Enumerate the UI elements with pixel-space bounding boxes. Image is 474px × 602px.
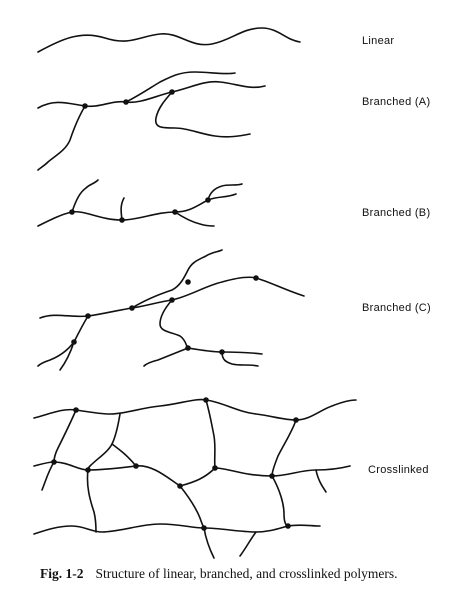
crosslink <box>53 409 77 463</box>
branched-c-branch-4 <box>159 299 189 349</box>
crosslink-point <box>203 397 209 403</box>
crosslink <box>205 399 216 469</box>
branch-point <box>123 99 129 105</box>
branched-c-polymer: Branched (C) <box>37 249 431 371</box>
crosslink-point <box>73 407 79 413</box>
branched-a-polymer: Branched (A) <box>37 71 430 171</box>
crosslinked-chain-middle <box>33 461 351 487</box>
branched-b-branch-2 <box>120 197 125 221</box>
branch-point <box>172 209 178 215</box>
branch-point <box>69 209 75 215</box>
label-branched-c: Branched (C) <box>362 302 431 314</box>
branch-point <box>169 297 175 303</box>
linear-chain <box>37 27 301 53</box>
figure-caption: Fig. 1-2 Structure of linear, branched, a… <box>40 566 470 582</box>
branch-point <box>129 305 135 311</box>
branch-point <box>71 339 77 345</box>
crosslink <box>41 461 55 491</box>
branched-c-branch-5 <box>143 347 189 367</box>
crosslink <box>203 527 215 559</box>
branch-point <box>253 275 259 281</box>
crosslink <box>271 475 289 527</box>
linear-polymer: Linear <box>37 27 394 53</box>
branched-a-branch-1 <box>37 105 86 171</box>
crosslink-point <box>177 483 183 489</box>
crosslink-point <box>133 463 139 469</box>
branch-point <box>82 103 88 109</box>
crosslinked-chain-top <box>33 398 357 421</box>
branched-a-branch-2 <box>125 71 236 103</box>
branched-b-polymer: Branched (B) <box>37 179 430 227</box>
crosslink-point <box>85 467 91 473</box>
branch-point <box>185 279 191 285</box>
crosslink <box>86 469 97 533</box>
branched-c-branch-6 <box>187 347 263 355</box>
crosslinked-polymer: Crosslinked <box>33 397 429 559</box>
branched-b-branch-3 <box>174 211 215 227</box>
crosslink <box>239 531 257 557</box>
branch-point <box>119 217 125 223</box>
label-crosslinked: Crosslinked <box>368 464 429 476</box>
branched-b-branch-1 <box>71 179 99 213</box>
branched-c-branch-1 <box>37 315 89 367</box>
branch-point <box>219 349 225 355</box>
crosslink-point <box>293 417 299 423</box>
label-branched-b: Branched (B) <box>362 207 430 219</box>
branched-c-branch-3 <box>131 249 223 309</box>
crosslink <box>271 419 297 477</box>
crosslink-point <box>51 459 57 465</box>
branch-point <box>185 345 191 351</box>
crosslink <box>87 413 121 471</box>
caption-text: Structure of linear, branched, and cross… <box>95 566 398 581</box>
crosslink-point <box>212 465 218 471</box>
branch-point <box>205 197 211 203</box>
branched-b-branch-4 <box>207 183 243 201</box>
crosslink-point <box>201 525 207 531</box>
branch-point <box>85 313 91 319</box>
crosslink <box>111 443 137 467</box>
crosslink <box>315 469 327 493</box>
label-branched-a: Branched (A) <box>362 96 430 108</box>
branched-a-main-chain <box>37 80 266 109</box>
branched-c-branch-2 <box>59 341 75 371</box>
crosslink-point <box>269 473 275 479</box>
branched-a-branch-3 <box>154 91 251 138</box>
branched-c-branch-7 <box>221 351 259 367</box>
branch-point <box>169 89 175 95</box>
crosslink-point <box>285 523 291 529</box>
label-linear: Linear <box>362 35 394 47</box>
crosslinked-chain-bottom <box>33 523 321 535</box>
figure-number: Fig. 1-2 <box>40 566 84 581</box>
crosslink <box>179 485 205 529</box>
